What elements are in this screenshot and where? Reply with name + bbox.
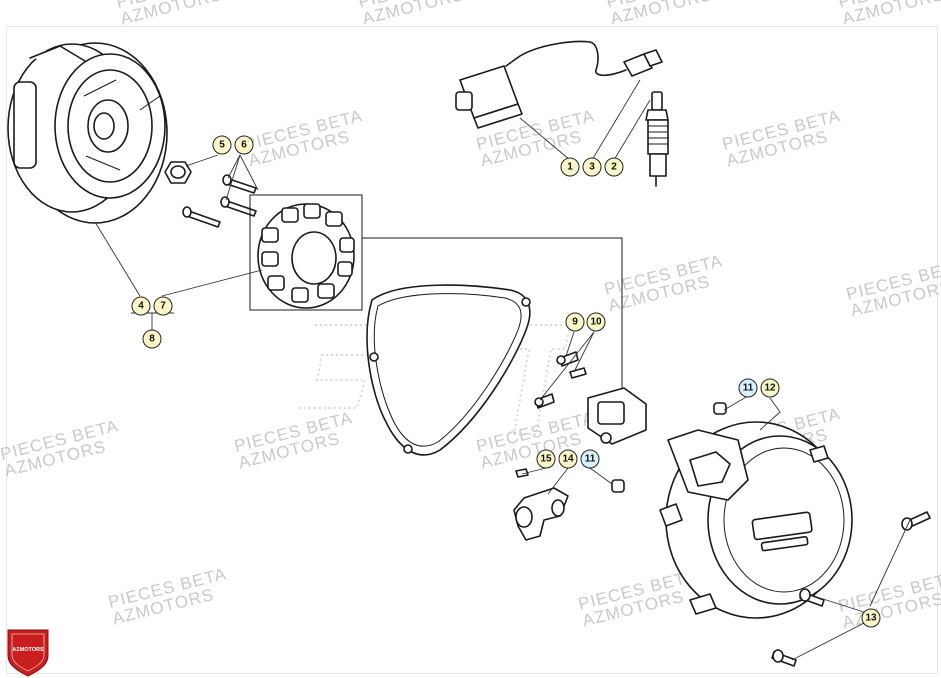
svg-text:12: 12	[764, 383, 776, 394]
wire-clip	[513, 468, 569, 541]
svg-text:8: 8	[149, 334, 155, 345]
callout-13[interactable]: 13	[861, 608, 881, 628]
svg-text:4: 4	[138, 301, 144, 312]
svg-text:3: 3	[589, 162, 595, 173]
flywheel-nut	[164, 161, 192, 184]
svg-text:2: 2	[611, 162, 617, 173]
callout-8[interactable]: 8	[142, 329, 162, 349]
callout-5[interactable]: 5	[212, 135, 232, 155]
svg-text:14: 14	[562, 454, 574, 465]
callout-11-bottom[interactable]: 11	[580, 449, 600, 469]
grommet	[713, 402, 727, 415]
svg-text:6: 6	[241, 140, 247, 151]
spark-plug	[645, 91, 669, 187]
callout-15[interactable]: 15	[536, 449, 556, 469]
callout-9[interactable]: 9	[565, 312, 585, 332]
svg-text:10: 10	[590, 317, 602, 328]
callout-3[interactable]: 3	[582, 157, 602, 177]
svg-text:9: 9	[572, 317, 578, 328]
callout-12[interactable]: 12	[760, 378, 780, 398]
svg-text:7: 7	[160, 301, 166, 312]
callout-14[interactable]: 14	[558, 449, 578, 469]
grommet	[611, 479, 625, 493]
callout-6[interactable]: 6	[234, 135, 254, 155]
callout-7[interactable]: 7	[153, 296, 173, 316]
svg-text:13: 13	[865, 613, 877, 624]
cover-gasket	[366, 284, 531, 456]
logo-text: AZMOTORS	[12, 647, 44, 653]
stator-wire	[362, 237, 623, 397]
svg-text:1: 1	[567, 162, 573, 173]
stator-assembly	[249, 194, 363, 311]
svg-text:11: 11	[585, 454, 596, 465]
svg-text:5: 5	[219, 140, 225, 151]
flywheel-rotor	[7, 42, 168, 224]
leader-lines	[94, 79, 911, 661]
pickup-sensor	[534, 351, 647, 445]
svg-text:11: 11	[743, 383, 754, 394]
stator-cover	[659, 421, 853, 619]
ignition-coil	[455, 40, 663, 129]
callout-10[interactable]: 10	[586, 312, 606, 332]
callout-11-top[interactable]: 11	[738, 378, 758, 398]
cover-screws	[771, 511, 931, 667]
stator-screws	[182, 174, 257, 228]
callout-1[interactable]: 1	[560, 157, 580, 177]
callout-4[interactable]: 4	[131, 296, 151, 316]
svg-text:15: 15	[540, 454, 552, 465]
callout-bubbles: 1 3 2 5 6 4 7 8 9 10 11 12 15 14 11 13	[131, 135, 881, 628]
azmotors-logo: AZMOTORS	[7, 629, 49, 677]
callout-2[interactable]: 2	[604, 157, 624, 177]
